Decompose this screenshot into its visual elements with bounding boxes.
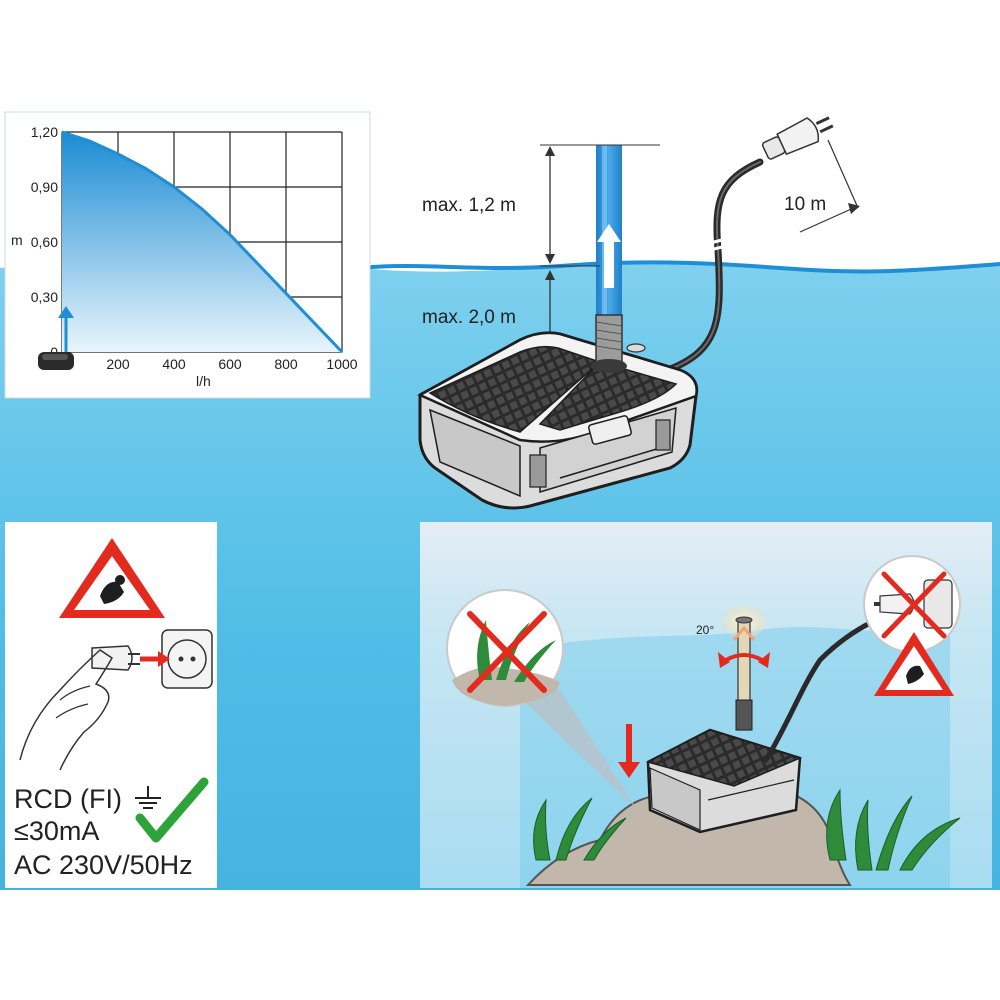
plants-left (533, 797, 627, 861)
electrical-safety-panel: RCD (FI) ≤30mA AC 230V/50Hz (5, 522, 217, 888)
chart-x-tick-label: 400 (162, 356, 186, 372)
fountain-head (718, 606, 770, 731)
chart-data-point (117, 153, 119, 155)
hand-plug-socket-illustration (19, 629, 213, 771)
up-arrow-icon (597, 224, 621, 288)
chart-y-tick-label: 0,30 (31, 289, 58, 305)
down-arrow-icon (618, 724, 640, 778)
inset-pump-unit (645, 728, 803, 834)
checkmark-icon (135, 777, 209, 843)
power-cable (664, 158, 764, 374)
cable-length-label: 10 m (784, 194, 826, 215)
chart-area-fill (62, 132, 342, 352)
chart-data-point (229, 233, 231, 236)
chart-data-point (285, 292, 287, 295)
plug-icon (761, 116, 834, 160)
mini-pump-icon (38, 306, 74, 370)
pump-unit (417, 314, 699, 510)
chart-x-tick-label: 800 (274, 356, 298, 372)
chart-data-point (257, 263, 259, 265)
plants-right (826, 788, 961, 871)
inset-power-cable (763, 619, 875, 763)
voltage-label: AC 230V/50Hz (14, 850, 193, 880)
electric-hazard-warning-icon (59, 538, 165, 618)
water-line (359, 260, 1000, 274)
inset-electric-hazard-icon (874, 632, 954, 696)
placement-inset-panel: 20° (420, 522, 992, 888)
pump-performance-chart: 200400600800100000,300,600,901,20 m l/h (4, 111, 371, 399)
no-plants-warning-icon (446, 589, 564, 707)
chart-xlabel: l/h (196, 373, 211, 389)
current-label: ≤30mA (14, 816, 99, 846)
chart-y-tick-label: 0,60 (31, 234, 58, 250)
earth-ground-icon (135, 786, 161, 809)
no-wet-socket-icon (863, 555, 961, 653)
chart-data-point (201, 208, 203, 210)
rcd-label: RCD (FI) (14, 784, 122, 814)
chart-y-tick-label: 1,20 (31, 124, 58, 140)
chart-x-tick-label: 1000 (326, 356, 357, 372)
chart-data-point (341, 351, 343, 353)
chart-y-tick-label: 0,90 (31, 179, 58, 195)
chart-x-tick-label: 200 (106, 356, 130, 372)
max-height-label: max. 1,2 m (422, 195, 516, 216)
fountain-height-indicator: max. 1,2 m max. 2,0 m (422, 144, 660, 340)
chart-data-point (61, 131, 63, 133)
chart-data-point (89, 140, 91, 142)
chart-x-tick-label: 600 (218, 356, 242, 372)
chart-data-point (145, 167, 147, 170)
chart-ylabel: m (11, 232, 23, 248)
chart-data-point (313, 321, 315, 324)
cable-length-dimension: 10 m (784, 139, 860, 233)
max-depth-label: max. 2,0 m (422, 307, 516, 328)
chart-data-point (173, 186, 175, 188)
angle-label: 20° (696, 623, 714, 637)
